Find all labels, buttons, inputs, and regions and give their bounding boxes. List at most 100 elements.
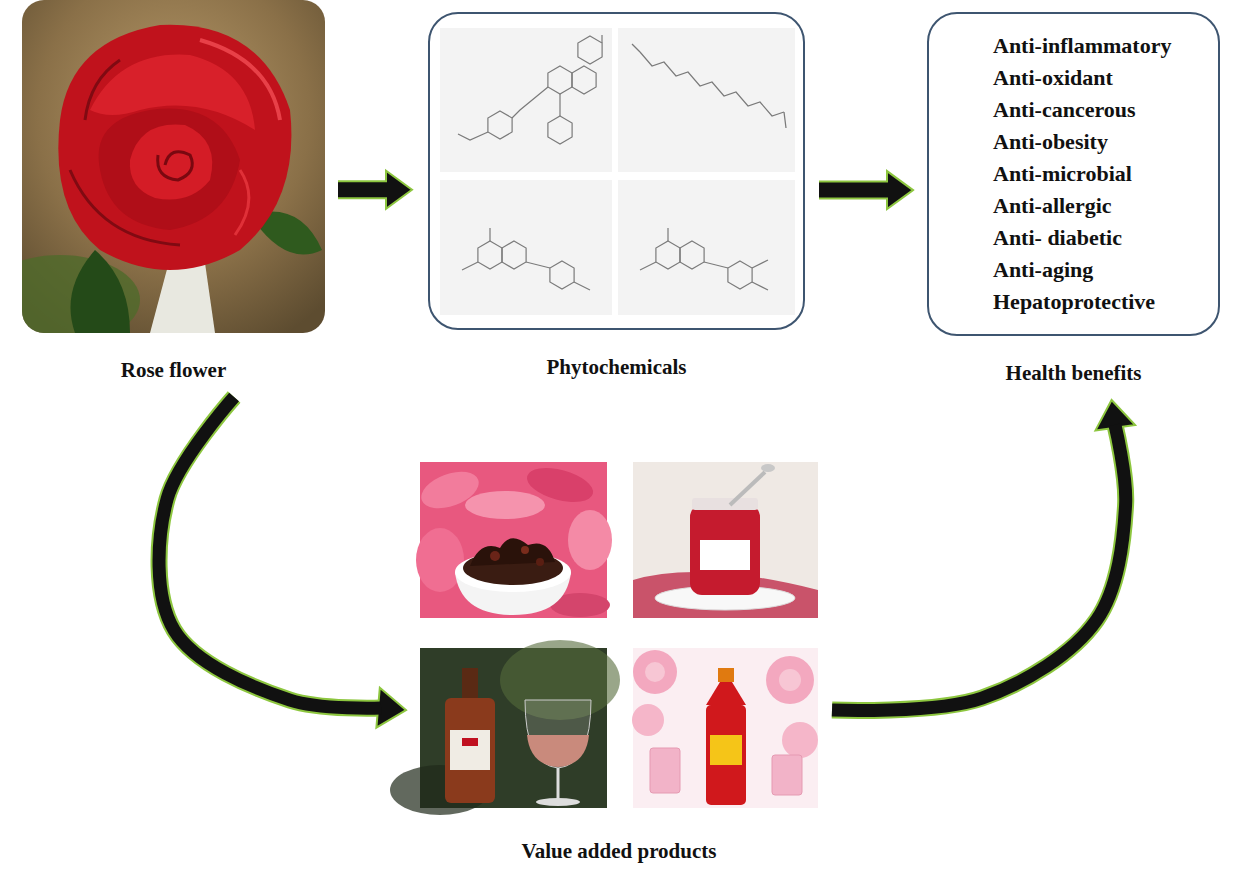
rose-photo-part [99,109,240,230]
chemical-structures-part [548,116,572,144]
arrow-shaft [832,425,1126,711]
chemical-structures-part [458,132,488,140]
benefit-item: Anti-aging [993,254,1093,286]
chemical-structures-part [489,228,490,241]
syrup-photo [632,648,818,808]
chemical-structures-part [640,52,784,116]
chemical-structures-part [550,261,574,289]
rose-photo-part [71,250,131,333]
rounded-frame [428,12,805,330]
chemical-structures-part [704,262,728,268]
wine-photo-part [445,698,495,803]
rose-photo-part [58,25,291,270]
flow-arrow [159,397,406,728]
arrow-shaft [338,182,389,197]
syrup-photo-part [632,704,664,736]
rose-photo-part [70,170,180,245]
wine-photo-part [525,700,591,768]
wine-photo-part [462,668,478,700]
gulkand-photo-part [416,528,464,592]
chemical-structures-part [632,44,640,52]
wine-photo-part [557,768,560,800]
arrow-outline [338,180,389,199]
caption-label: Phytochemicals [547,354,687,380]
chemical-structures-part [440,180,612,315]
caption-label: Rose flower [121,357,227,383]
jam-photo-part [730,472,765,505]
arrow-outline [819,181,890,200]
wine-photo-part [450,730,490,770]
photo-panel: Rose flower [22,0,325,383]
benefit-item: Anti-allergic [993,190,1112,222]
arrow-shaft [159,397,381,708]
benefit-item: Anti-oxidant [993,62,1113,94]
syrup-photo-part [645,662,665,682]
chemical-structures-part [559,94,560,116]
syrup-photo-part [633,648,818,808]
syrup-photo-part [782,722,818,758]
chemical-structures-part [784,112,786,128]
syrup-photo-part [706,705,746,805]
jam-photo-part [633,462,818,618]
chemical-structures-part [572,66,596,94]
chemical-structures-part [488,111,512,139]
arrow-head [386,171,412,209]
content-box: Phytochemicals [428,12,805,380]
caption-label: Health benefits [1006,360,1142,386]
rounded-frame: Anti-inflammatoryAnti-oxidantAnti-cancer… [927,12,1220,336]
benefit-item: Hepatoprotective [993,286,1155,318]
jam-photo-part [700,540,750,570]
chemical-structures-part [578,36,602,64]
benefit-item: Anti- diabetic [993,222,1122,254]
flow-arrow [819,171,913,209]
arrow-outline [832,425,1126,711]
gulkand-photo-part [470,538,555,566]
syrup-photo-part [706,682,746,705]
syrup-photo-part [633,650,677,694]
jam-photo-part [761,464,775,472]
chemical-structures-part [752,260,768,268]
gulkand-photo-part [568,510,612,570]
rose-photo-part [200,40,280,120]
chemical-structures-part [502,241,526,269]
arrow-outline [159,397,381,708]
chemical-structures [440,28,795,315]
chemical-structures-part [478,241,502,269]
chemical-structures-part [640,262,656,270]
chemical-structures-part [462,262,478,270]
rose-photo [22,0,325,333]
chemical-structures-part [656,241,680,269]
benefit-item: Anti-obesity [993,126,1108,158]
syrup-photo-part [650,748,680,793]
chemical-structures-part [440,28,612,172]
gulkand-photo-part [490,551,500,561]
picture-frame [22,0,325,333]
rose-photo-part [130,124,212,199]
rose-photo-part [85,60,120,120]
picture-frame [420,462,818,808]
benefit-item: Anti-cancerous [993,94,1136,126]
chemical-structures-part [752,282,768,290]
gulkand-photo-part [465,491,545,519]
chemical-structures-part [618,180,795,315]
gulkand-photo-part [536,558,544,566]
chemical-structures-part [601,35,602,43]
chemical-structures-part [618,28,795,172]
jam-photo [633,462,818,618]
syrup-photo-part [772,755,802,795]
arrow-shaft [819,183,890,198]
jam-photo-part [690,505,760,595]
gulkand-photo [416,462,612,618]
chemical-structures-part [512,87,548,118]
rose-photo-part [158,152,193,180]
wine-photo-part [527,735,589,767]
chemical-structures-part [574,282,590,290]
benefit-item: Anti-inflammatory [993,30,1171,62]
jam-photo-part [692,498,758,510]
photo-group: Value added products [420,462,818,864]
syrup-photo-part [718,668,734,682]
flow-arrow [338,171,412,209]
wine-photo [390,640,620,815]
syrup-photo-part [779,669,801,691]
